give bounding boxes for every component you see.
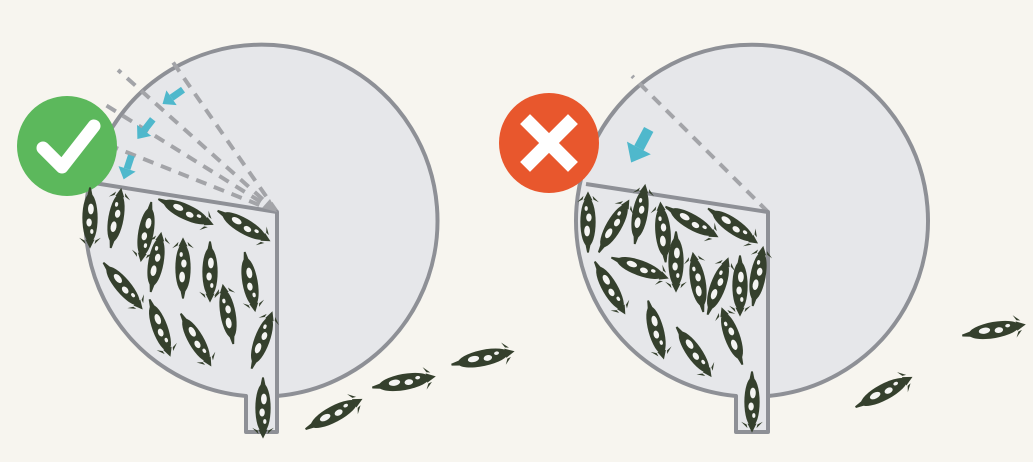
cow-icon [449,340,517,376]
correct-badge [17,96,117,196]
panel-correct [17,45,517,440]
cow-icon [850,367,918,417]
cow-icon [960,313,1028,347]
incorrect-badge [499,93,599,193]
cow-icon [300,389,368,439]
cow-icon [370,365,438,399]
panel-incorrect [499,45,1028,433]
